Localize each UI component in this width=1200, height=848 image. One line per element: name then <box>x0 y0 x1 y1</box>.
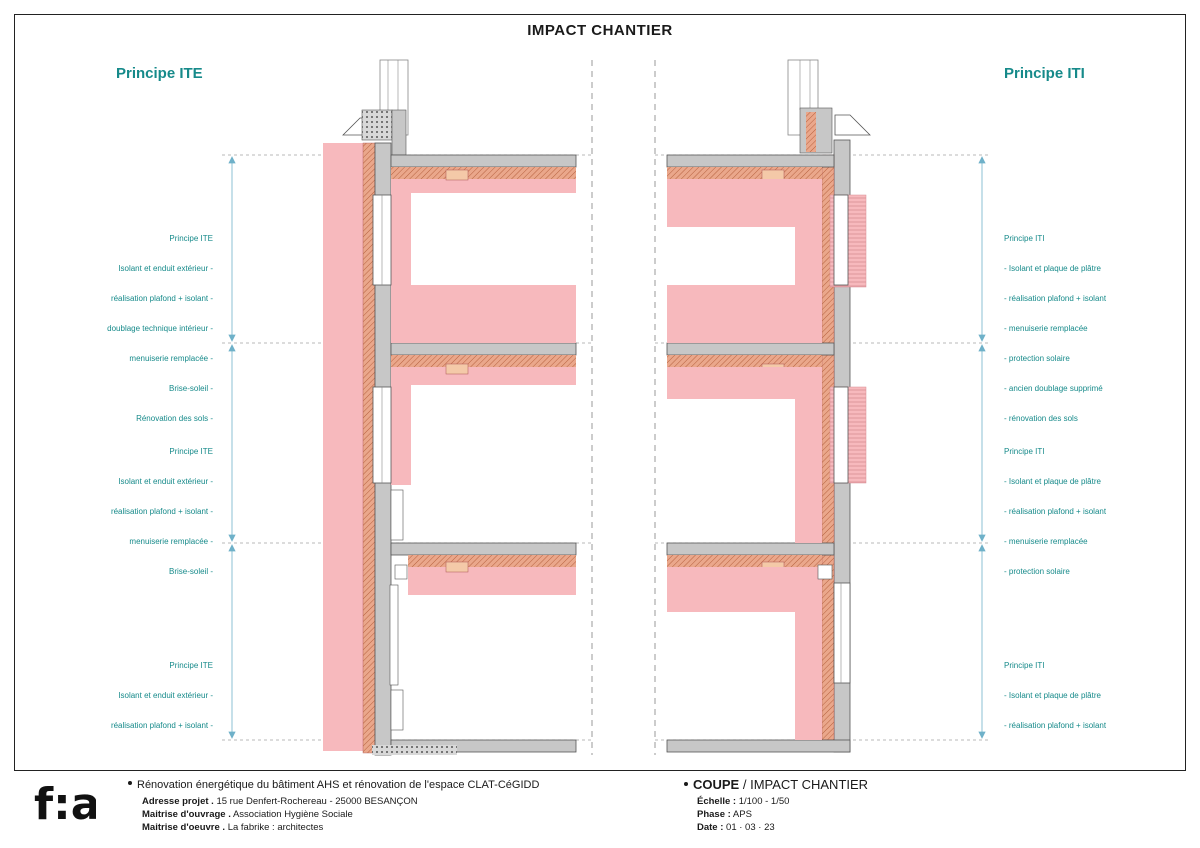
sheet-frame <box>14 14 1186 771</box>
note-line: Principe ITI <box>1004 234 1045 243</box>
iti-section <box>666 59 871 753</box>
iti-note-level-3: Principe ITI - Isolant et plaque de plât… <box>1004 641 1106 751</box>
ite-section <box>323 59 577 756</box>
note-line: menuiserie remplacée - <box>129 354 213 363</box>
note-line: réalisation plafond + isolant - <box>110 507 213 516</box>
note-line: Rénovation des sols - <box>136 414 213 423</box>
architect-line: Maitrise d'oeuvre . La fabrike : archite… <box>142 822 323 833</box>
firm-logo: f:a <box>34 779 100 830</box>
sheet-name: COUPE / IMPACT CHANTIER <box>684 777 868 792</box>
note-line: Principe ITI <box>1004 447 1045 456</box>
note-line: Principe ITE <box>169 447 213 456</box>
project-title: Rénovation énergétique du bâtiment AHS e… <box>128 779 539 791</box>
note-line: - Isolant et plaque de plâtre <box>1004 477 1101 486</box>
address-label: Adresse projet . <box>142 796 214 807</box>
dimension-arrows <box>228 156 986 739</box>
note-line: Isolant et enduit extérieur - <box>118 691 213 700</box>
ite-note-level-3: Principe ITE Isolant et enduit extérieur… <box>111 641 213 751</box>
note-line: - réalisation plafond + isolant <box>1004 721 1107 730</box>
note-line: - protection solaire <box>1004 567 1070 576</box>
iti-note-level-2: Principe ITI - Isolant et plaque de plât… <box>1004 427 1106 597</box>
phase-label: Phase : <box>697 809 731 820</box>
note-line: Principe ITE <box>169 234 213 243</box>
iti-note-level-1: Principe ITI - Isolant et plaque de plât… <box>1004 214 1106 444</box>
note-line: menuiserie remplacée - <box>129 537 213 546</box>
note-line: Principe ITI <box>1004 661 1045 670</box>
iti-heading: Principe ITI <box>1004 65 1085 82</box>
note-line: - réalisation plafond + isolant <box>1004 294 1107 303</box>
note-line: - menuiserie remplacée <box>1004 324 1088 333</box>
address-line: Adresse projet . 15 rue Denfert-Rocherea… <box>142 796 418 807</box>
date-value: 01 · 03 · 23 <box>726 822 775 833</box>
phase-line: Phase : APS <box>697 809 752 820</box>
note-line: Brise-soleil - <box>168 567 213 576</box>
note-line: - rénovation des sols <box>1004 414 1078 423</box>
note-line: réalisation plafond + isolant - <box>110 721 213 730</box>
note-line: Isolant et enduit extérieur - <box>118 264 213 273</box>
project-name: Rénovation énergétique du bâtiment AHS e… <box>137 779 540 791</box>
owner-value: Association Hygiène Sociale <box>232 809 353 820</box>
ite-note-level-1: Principe ITE Isolant et enduit extérieur… <box>107 214 213 444</box>
owner-line: Maitrise d'ouvrage . Association Hygiène… <box>142 809 353 820</box>
ite-note-level-2: Principe ITE Isolant et enduit extérieur… <box>111 427 213 597</box>
scale-label: Échelle : <box>697 796 737 807</box>
date-line: Date : 01 · 03 · 23 <box>697 822 775 833</box>
address-value: 15 rue Denfert-Rochereau - 25000 BESANÇO… <box>216 796 418 807</box>
note-line: - protection solaire <box>1004 354 1070 363</box>
note-line: - Isolant et plaque de plâtre <box>1004 264 1101 273</box>
note-line: doublage technique intérieur - <box>107 324 213 333</box>
owner-label: Maitrise d'ouvrage . <box>142 809 231 820</box>
note-line: Brise-soleil - <box>168 384 213 393</box>
architect-value: La fabrike : architectes <box>227 822 324 833</box>
note-line: réalisation plafond + isolant - <box>110 294 213 303</box>
note-line: - réalisation plafond + isolant <box>1004 507 1107 516</box>
phase-value: APS <box>732 809 752 820</box>
architect-label: Maitrise d'oeuvre . <box>142 822 226 833</box>
note-line: Isolant et enduit extérieur - <box>118 477 213 486</box>
date-label: Date : <box>697 822 724 833</box>
note-line: Principe ITE <box>169 661 213 670</box>
scale-value: 1/100 - 1/50 <box>738 796 790 807</box>
sheet-name-sub: / IMPACT CHANTIER <box>742 777 869 792</box>
ite-heading: Principe ITE <box>116 65 203 82</box>
sheet-title: IMPACT CHANTIER <box>527 22 673 39</box>
note-line: - menuiserie remplacée <box>1004 537 1088 546</box>
note-line: - Isolant et plaque de plâtre <box>1004 691 1101 700</box>
break-lines <box>591 60 656 755</box>
logo-text: f:a <box>34 779 96 827</box>
sheet-name-main: COUPE <box>693 777 740 792</box>
note-line: - ancien doublage supprimé <box>1004 384 1103 393</box>
scale-line: Échelle : 1/100 - 1/50 <box>697 796 789 807</box>
